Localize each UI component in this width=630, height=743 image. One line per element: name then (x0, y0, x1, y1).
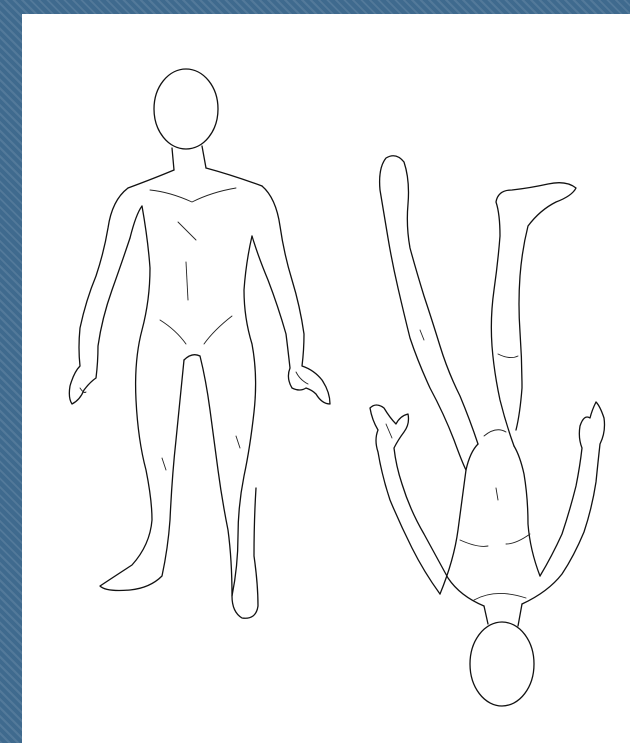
left-arm (370, 405, 484, 606)
left-hand-detail (386, 424, 392, 438)
torso-left (440, 444, 478, 594)
hip-line-right (204, 316, 232, 344)
chest-line (150, 188, 236, 202)
left-knee-detail (420, 330, 424, 340)
left-arm-outer (69, 188, 130, 404)
knee-detail-left (162, 458, 166, 470)
pec-detail (178, 222, 196, 240)
chest-detail-left (460, 540, 488, 546)
hip-line-left (160, 320, 186, 344)
abdomen-line (186, 262, 188, 300)
right-arm (522, 402, 605, 604)
figure-upside-down (370, 156, 605, 706)
trap-right (206, 168, 262, 186)
head (154, 69, 218, 149)
right-side-and-leg (232, 236, 258, 618)
navel-line (496, 488, 498, 500)
crotch-line (484, 430, 506, 436)
left-side-and-leg (100, 206, 184, 591)
right-inner-leg (184, 355, 232, 596)
neck-left (172, 148, 174, 170)
torso-right (514, 446, 540, 576)
knee-detail (236, 436, 240, 448)
neck-right (518, 604, 522, 626)
right-knee-detail (498, 354, 518, 358)
right-arm-outer (252, 186, 330, 404)
right-hand-detail (296, 372, 308, 384)
collar-line (474, 593, 526, 600)
chest-detail-right (506, 534, 530, 544)
neck-left (484, 606, 488, 624)
head (470, 622, 534, 706)
right-leg (491, 183, 576, 446)
trap-left (128, 170, 174, 188)
neck-right (202, 146, 206, 168)
left-armpit (130, 206, 142, 238)
figure-front-standing (69, 69, 330, 618)
